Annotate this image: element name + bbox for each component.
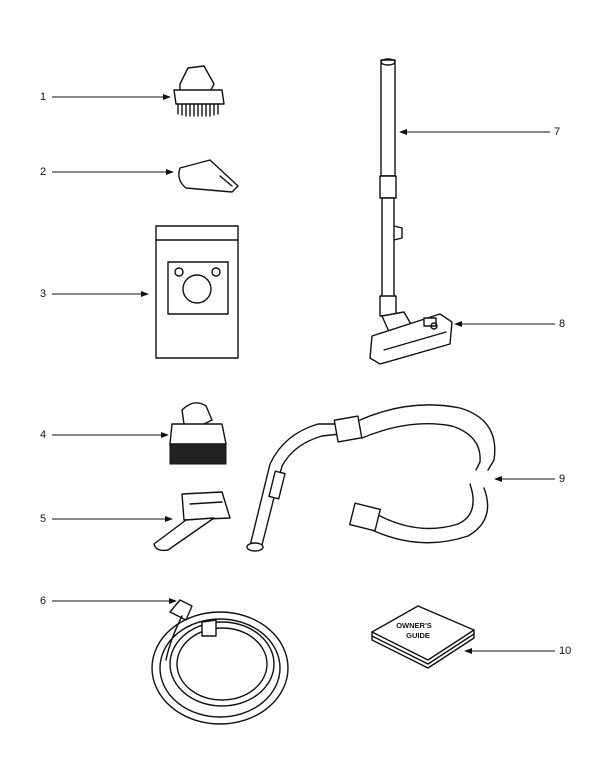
- upholstery-brush-illustration: [173, 65, 225, 117]
- guide-title-line2: GUIDE: [406, 631, 430, 640]
- cord-illustration: [151, 599, 289, 725]
- owners-guide-illustration: OWNER'S GUIDE: [371, 605, 475, 669]
- callout-7: 7: [554, 126, 561, 138]
- callout-6: 6: [40, 595, 47, 607]
- crevice-tool-illustration: [178, 159, 239, 193]
- upholstery-nozzle-illustration: [153, 491, 231, 552]
- callout-9: 9: [559, 473, 566, 485]
- power-nozzle-illustration: [369, 311, 453, 365]
- callout-1: 1: [40, 91, 47, 103]
- callout-4: 4: [40, 429, 47, 441]
- callout-10: 10: [559, 645, 572, 657]
- callout-8: 8: [559, 318, 566, 330]
- hose-illustration: [246, 404, 496, 552]
- callout-2: 2: [40, 166, 47, 178]
- dust-bag-illustration: [155, 225, 239, 359]
- dusting-brush-illustration: [169, 402, 227, 465]
- guide-title-line1: OWNER'S: [396, 621, 432, 630]
- callout-5: 5: [40, 513, 47, 525]
- callout-3: 3: [40, 288, 47, 300]
- wand-illustration: [379, 58, 403, 317]
